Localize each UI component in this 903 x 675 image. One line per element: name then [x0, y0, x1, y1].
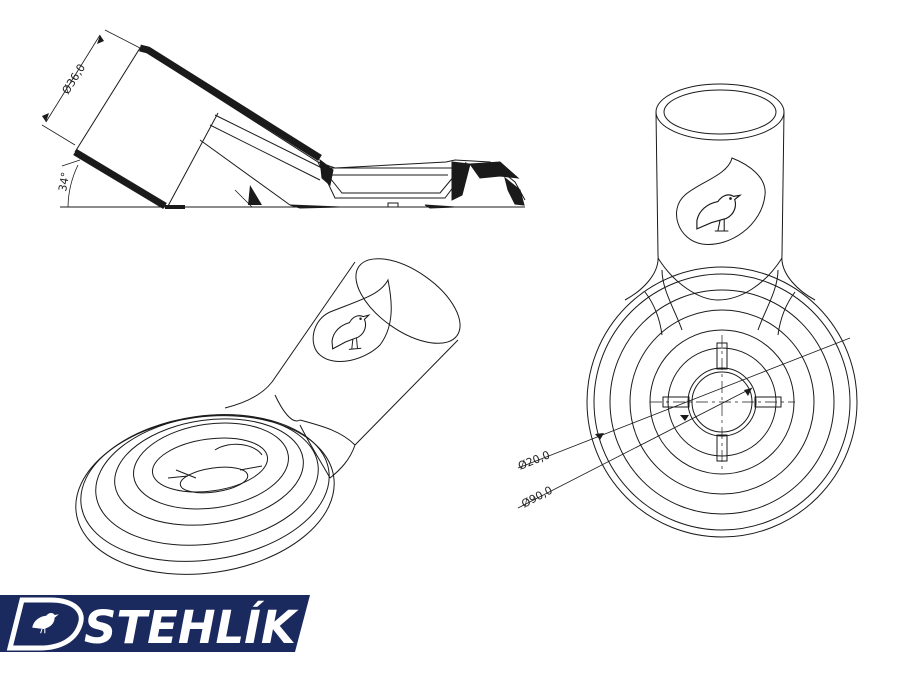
flange-diameter-label: Ø90,0 — [519, 484, 554, 511]
isometric-view — [75, 258, 461, 575]
side-section-view — [41, 29, 526, 210]
brand-bird-icon — [32, 612, 59, 634]
brand-logo: STEHLÍK — [0, 595, 310, 654]
brand-name: STEHLÍK — [84, 601, 299, 654]
tube-diameter-label: Ø36,0 — [60, 62, 89, 97]
tilt-angle-label: 34° — [56, 171, 72, 192]
brand-initial-shape — [6, 597, 84, 651]
top-view — [517, 83, 858, 538]
hole-diameter-label: Ø20,0 — [516, 448, 552, 472]
